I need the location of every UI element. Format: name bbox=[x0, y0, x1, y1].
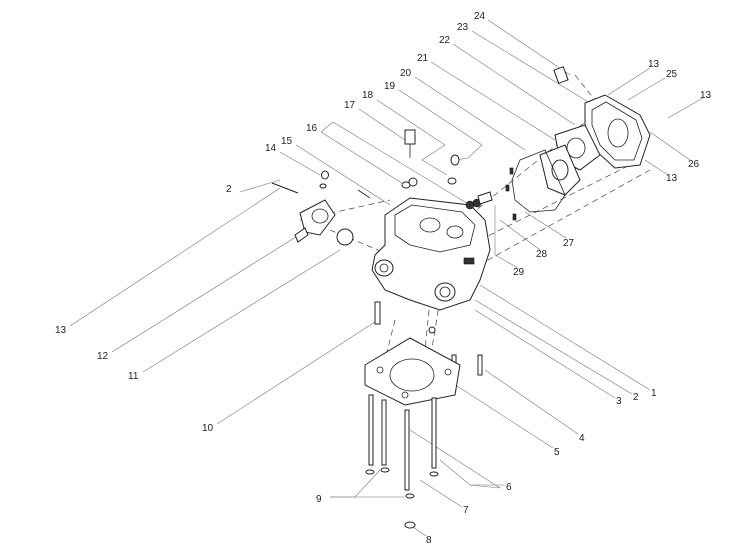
valve-cover bbox=[511, 66, 651, 213]
callout-16: 16 bbox=[306, 123, 318, 134]
callout-27: 27 bbox=[563, 238, 575, 249]
callout-13: 13 bbox=[666, 173, 678, 184]
callout-7: 7 bbox=[463, 505, 469, 516]
callout-19: 19 bbox=[384, 81, 396, 92]
callout-3: 3 bbox=[616, 396, 622, 407]
callout-10: 10 bbox=[202, 423, 214, 434]
callout-1: 1 bbox=[651, 388, 657, 399]
callout-9: 9 bbox=[316, 494, 322, 505]
callout-13: 13 bbox=[55, 325, 67, 336]
callout-29: 29 bbox=[513, 267, 525, 278]
head-bolts bbox=[365, 394, 439, 529]
callout-11: 11 bbox=[128, 371, 139, 382]
callout-25: 25 bbox=[666, 69, 678, 80]
callout-8: 8 bbox=[426, 535, 432, 546]
callout-5: 5 bbox=[554, 447, 560, 458]
callout-28: 28 bbox=[536, 249, 548, 260]
callout-13: 13 bbox=[700, 90, 712, 101]
callout-18: 18 bbox=[362, 90, 374, 101]
callout-6: 6 bbox=[506, 482, 512, 493]
callout-15: 15 bbox=[281, 136, 293, 147]
callout-2: 2 bbox=[633, 392, 639, 403]
cylinder-head bbox=[371, 197, 491, 311]
callout-26: 26 bbox=[688, 159, 700, 170]
callout-13: 13 bbox=[648, 59, 660, 70]
callout-labels: 24 23 22 21 20 19 18 17 16 15 14 2 13 25… bbox=[55, 11, 712, 546]
leader-lines bbox=[69, 19, 704, 537]
callout-22: 22 bbox=[439, 35, 451, 46]
callout-12: 12 bbox=[97, 351, 109, 362]
callout-14: 14 bbox=[265, 143, 277, 154]
callout-23: 23 bbox=[457, 22, 469, 33]
callout-17: 17 bbox=[344, 100, 356, 111]
head-gasket bbox=[364, 337, 461, 406]
callout-2: 2 bbox=[226, 184, 232, 195]
callout-20: 20 bbox=[400, 68, 412, 79]
callout-21: 21 bbox=[417, 53, 429, 64]
callout-4: 4 bbox=[579, 433, 585, 444]
callout-24: 24 bbox=[474, 11, 486, 22]
